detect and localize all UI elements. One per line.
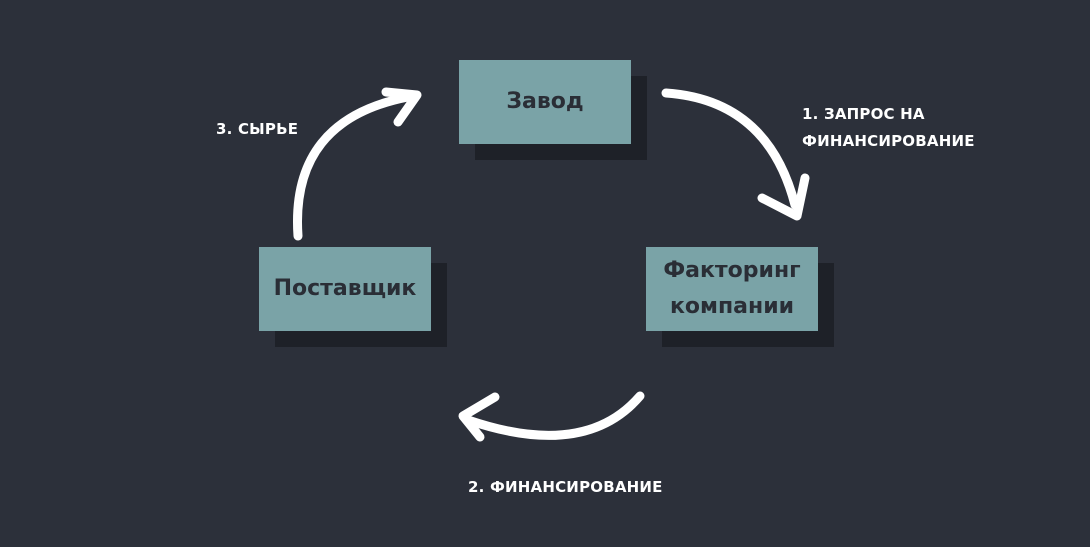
- arrow-step2: [458, 391, 645, 442]
- edge-label-step1: 1. ЗАПРОС НА ФИНАНСИРОВАНИЕ: [802, 105, 975, 150]
- edge-label-step2: 2. ФИНАНСИРОВАНИЕ: [468, 478, 663, 496]
- node-box: Завод: [459, 60, 631, 144]
- edge-label-step3: 3. СЫРЬЕ: [216, 120, 299, 138]
- node-factory: Завод: [459, 60, 647, 160]
- node-label-supplier: Поставщик: [273, 276, 417, 301]
- node-label-factory: Завод: [506, 89, 584, 114]
- arrow-step1: [661, 88, 810, 221]
- node-box: Поставщик: [259, 247, 431, 331]
- node-factoring-company: Факторинг компании: [646, 247, 834, 347]
- node-label-factoring: Факторинг компании: [663, 258, 801, 319]
- node-supplier: Поставщик: [259, 247, 447, 347]
- node-box: Факторинг компании: [646, 247, 818, 331]
- arrow-step3: [292, 87, 422, 241]
